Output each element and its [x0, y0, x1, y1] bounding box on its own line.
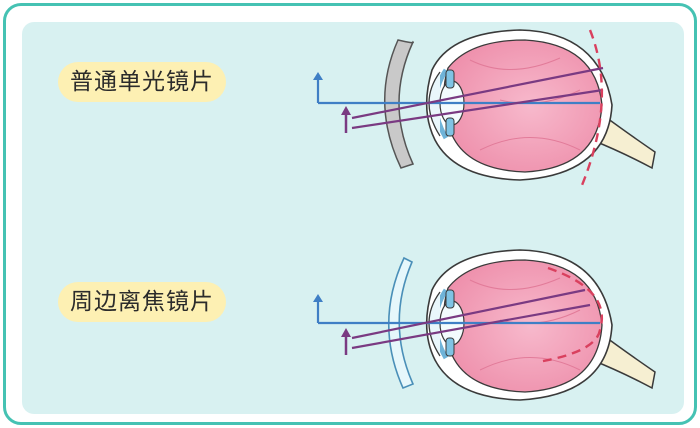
top-focal-surface-dashed: [578, 29, 603, 191]
bottom-defocus-lens: [387, 256, 415, 390]
bottom-eye-group: [425, 249, 656, 401]
label-single-vision-lens: 普通单光镜片: [58, 62, 226, 102]
bottom-eyeball: [443, 259, 603, 393]
bottom-rays: [313, 288, 600, 355]
bottom-focal-surface-dashed: [537, 266, 603, 364]
top-eye-group: [425, 29, 656, 181]
top-eyeball: [443, 39, 603, 173]
top-rays: [313, 66, 604, 133]
label-peripheral-defocus-lens: 周边离焦镜片: [58, 282, 226, 322]
